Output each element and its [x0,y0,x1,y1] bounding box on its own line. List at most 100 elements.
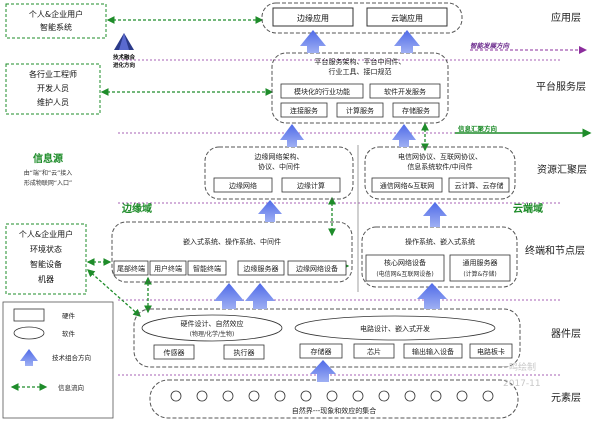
cloud-resource-desc-line2: 信息系统软件/中间件 [407,162,472,171]
engineers-line2: 开发人员 [37,83,69,93]
info-source-title: 信息源 [33,152,63,165]
io-device-label: 输出输入设备 [412,347,454,356]
storage-service-box [392,102,440,118]
hw-desc-line2: (物理/化学/生物) [190,330,235,338]
engineers-box [5,63,101,115]
info-source-line1: 由“端”和“云”接入 [24,169,72,177]
info-aggregation-direction-arrow: 信息汇聚方向 [455,124,592,138]
edge-app-label: 边缘应用 [297,13,329,23]
smart-terminal-box [187,260,227,276]
layer-label-resource-aggregation: 资源汇聚层 [537,163,587,176]
software-dev-label: 软件开发服务 [384,87,426,96]
chip-label: 芯片 [367,347,381,356]
users-top-line1: 个人&企业用户 [29,9,83,19]
io-device-box [403,343,463,359]
actuator-box [223,344,265,360]
edge-resource-desc-line2: 协议、中间件 [258,162,300,171]
users-top-box [5,3,107,39]
core-net-device-box [365,254,445,282]
left-panel: 个人&企业用户 智能系统 技术融合 进化方向 各行业工程师 开发人员 维护人员 … [5,3,136,295]
cloud-resource-frame [364,146,516,200]
layer-label-element: 元素层 [551,391,581,404]
edge-compute-box [281,177,341,193]
legend: 硬件 软件 技术组合方向 信息流向 [2,301,114,419]
cloud-app-box [366,7,448,27]
layer-label-application: 应用层 [551,11,581,24]
element-circles [170,390,494,402]
edge-compute-label: 边缘计算 [297,181,325,190]
legend-software-swatch [13,326,45,340]
cloud-compute-storage-label: 云计算、云存储 [455,181,504,190]
general-server-box [449,254,511,282]
device-layer: 硬件设计、自然效应 (物理/化学/生物) 电路设计、嵌入式开发 传感器 执行器 … [133,308,521,368]
software-dev-box [369,83,441,99]
general-server-line2: (计算&存储) [463,270,496,278]
engineers-line1: 各行业工程师 [29,69,77,79]
platform-service-layer: 平台服务架构、平台中间件、 行业工具、接口规范 模块化的行业功能 软件开发服务 … [271,52,449,124]
memory-label: 存储器 [311,347,332,356]
logo-text-line2: 进化方向 [113,61,136,69]
terminal-node-layer: 嵌入式系统、操作系统、中间件 尾部终端 用户终端 智能终端 边缘服务器 边缘网络… [111,221,518,288]
edge-server-label: 边缘服务器 [244,264,279,273]
comm-network-box [371,177,443,193]
cloud-domain-label: 云端域 [513,202,543,215]
cloud-terminal-desc: 操作系统、嵌入式系统 [405,237,475,246]
tech-fusion-logo: 技术融合 进化方向 [113,33,136,69]
compute-service-label: 计算服务 [346,106,374,115]
legend-hardware-label: 硬件 [62,311,76,320]
comm-network-label: 通信网络&互联网 [380,181,434,190]
up-arrow-edge-resource [280,124,304,147]
compute-service-box [336,102,384,118]
up-arrow-cloud-resource [392,124,416,147]
layer-label-device: 器件层 [551,328,581,340]
edge-app-box [272,7,354,27]
info-aggregation-direction-label: 信息汇聚方向 [458,124,498,133]
sensor-label: 传感器 [164,348,185,357]
edge-server-box [237,260,285,276]
memory-box [299,343,343,359]
hw-desc-line1: 硬件设计、自然效应 [181,319,244,328]
resource-aggregation-layer: 边缘网络架构、 协议、中间件 边缘网络 边缘计算 电信网协议、互联网协议、 信息… [204,146,516,200]
tail-terminal-box [113,260,149,276]
platform-layer-frame [271,52,449,124]
edge-net-device-box [287,260,347,276]
up-arrow-edge-app [300,30,326,53]
up-arrow-device-left [214,283,244,309]
storage-service-label: 存储服务 [402,106,430,115]
tail-terminal-label: 尾部终端 [117,264,145,273]
user-terminal-label: 用户终端 [154,264,182,273]
smart-terminal-label: 智能终端 [193,264,221,273]
element-layer: 自然界---现象和效应的集合 [149,379,519,419]
edge-net-device-label: 边缘网络设备 [296,264,338,273]
users-bottom-line1: 个人&企业用户 [19,229,73,239]
up-arrow-element [310,360,336,382]
up-arrow-edge-terminal [258,200,282,222]
element-layer-frame [149,379,519,419]
layer-labels: 应用层 平台服务层 资源汇聚层 终端和节点层 器件层 元素层 [525,11,587,404]
industry-func-box [280,83,364,99]
hw-design-ellipse [141,314,283,342]
edge-network-box [213,177,273,193]
tech-direction-arrows [214,30,447,382]
cloud-compute-storage-box [448,177,510,193]
actuator-label: 执行器 [234,348,255,357]
legend-tech-direction-icon [20,349,38,366]
users-bottom-line4: 机器 [38,274,54,284]
layer-label-terminal-node: 终端和节点层 [525,244,585,257]
users-bottom-line3: 智能设备 [30,259,62,269]
core-net-device-line2: (电信网&互联网设备) [376,270,433,278]
connect-service-box [280,102,328,118]
platform-desc-line1: 平台服务架构、平台中间件、 [315,57,406,66]
platform-desc-line2: 行业工具、接口规范 [329,67,392,76]
application-layer-frame [261,2,463,34]
up-arrow-device-mid [245,283,275,309]
legend-software-label: 软件 [62,329,76,338]
chip-box [353,343,395,359]
watermark-line1: 一鸣绘制 [500,361,536,373]
circuit-desc-label: 电路设计、嵌入式开发 [360,324,430,333]
edge-terminal-desc: 嵌入式系统、操作系统、中间件 [183,237,281,246]
layer-label-platform-service: 平台服务层 [536,80,586,93]
core-net-device-line1: 核心网络设备 [384,258,426,267]
cloud-app-label: 云端应用 [391,13,423,23]
